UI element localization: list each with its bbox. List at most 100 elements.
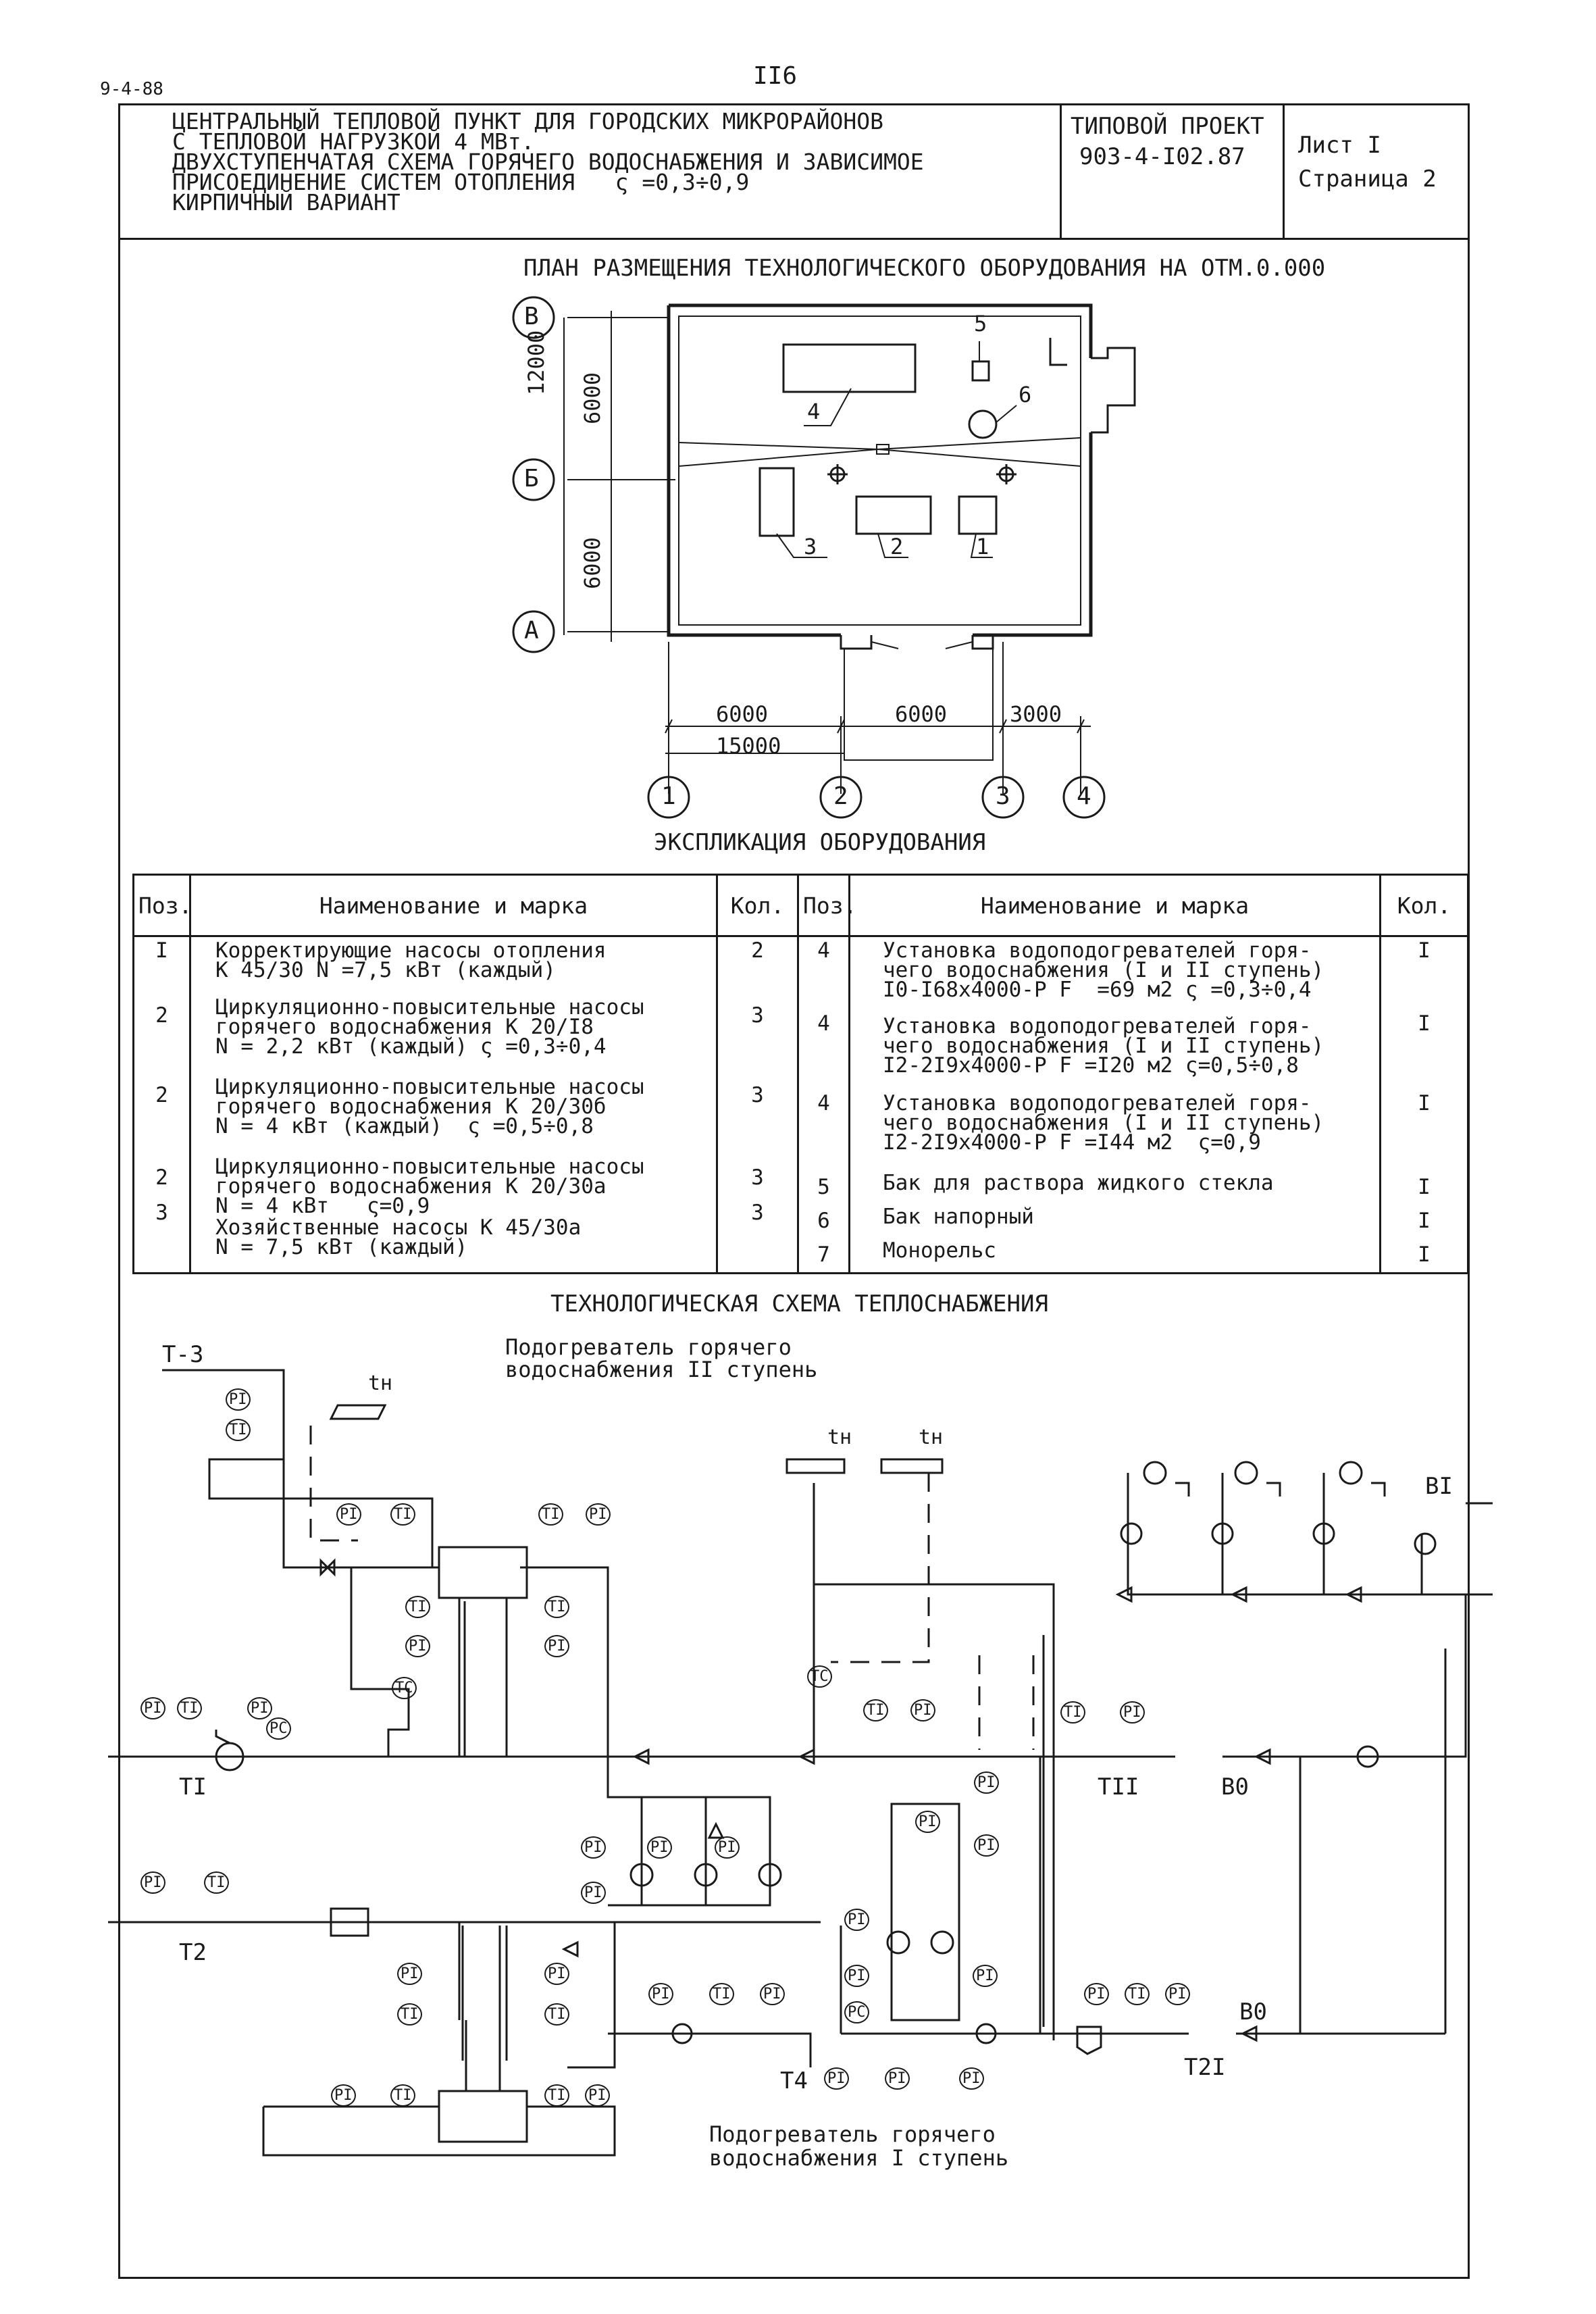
left-pos-column: I 2 2 2 3 (132, 935, 191, 1274)
axis-label-a: А (524, 617, 539, 645)
title-block-vdivider-1 (1060, 103, 1062, 238)
table-body: I 2 2 2 3 Корректирующие насосы отоплени… (132, 935, 1469, 1274)
instrument-pi: PI (824, 2067, 849, 2090)
instrument-pi: PI (915, 1811, 940, 1833)
instrument-ti: TI (397, 2003, 422, 2026)
equip-mark-5: 5 (974, 311, 987, 336)
instrument-ti: TI (177, 1697, 202, 1719)
document-title: ЦЕНТРАЛЬНЫЙ ТЕПЛОВОЙ ПУНКТ ДЛЯ ГОРОДСКИХ… (172, 108, 924, 216)
dim-bay-1: 6000 (716, 701, 769, 727)
instrument-pi: PI (405, 1635, 430, 1657)
right-qty: I (1418, 1011, 1431, 1036)
instrument-pi: PI (247, 1697, 272, 1719)
instrument-pi: PI (974, 1834, 999, 1857)
left-qty: 3 (751, 1201, 764, 1225)
instrument-pi: PI (910, 1699, 935, 1721)
line-label-t3: Т-3 (162, 1341, 204, 1368)
right-qty-column: I I I I I I (1379, 935, 1469, 1274)
project-number: 903-4-I02.87 (1079, 143, 1245, 170)
line-label-b0-bottom: В0 (1239, 1998, 1267, 2026)
title-block-divider (118, 238, 1470, 240)
instrument-pi: PI (647, 1836, 672, 1859)
instrument-pi: PI (140, 1871, 165, 1894)
header-name-left: Наименование и марка (189, 874, 718, 937)
tn-label-3: tн (919, 1426, 944, 1449)
sheet-number: Лист I (1298, 132, 1381, 159)
right-pos: 4 (817, 1091, 830, 1115)
instrument-pi: PI (648, 1983, 673, 2005)
left-qty: 2 (751, 938, 764, 963)
instrument-tc: TC (392, 1677, 417, 1699)
equip-mark-2: 2 (890, 534, 904, 559)
right-qty: I (1418, 1242, 1431, 1267)
dim-total-horizontal: 15000 (716, 733, 781, 759)
instrument-tc: TC (807, 1665, 832, 1688)
left-name: Циркуляционно-повысительные насосы горяч… (215, 995, 644, 1059)
left-pos: I (155, 938, 168, 963)
dim-bay-2: 6000 (895, 701, 948, 727)
right-name: Бак напорный (883, 1205, 1034, 1229)
left-name: Хозяйственные насосы К 45/30а N = 7,5 кВ… (215, 1215, 582, 1259)
axis-label-3: 3 (996, 782, 1010, 810)
instrument-pi: PI (1120, 1701, 1145, 1724)
axis-label-1: 1 (661, 782, 676, 810)
dim-bay-3: 3000 (1010, 701, 1062, 727)
header-pos-left: Поз. (132, 874, 192, 937)
header-name-right: Наименование и марка (848, 874, 1381, 937)
left-qty: 3 (751, 1165, 764, 1190)
instrument-pi: PI (586, 1503, 611, 1526)
instrument-pi: PI (140, 1697, 165, 1719)
left-name: Циркуляционно-повысительные насосы горяч… (215, 1075, 644, 1138)
equip-mark-3: 3 (804, 534, 817, 559)
equip-mark-1: 1 (976, 534, 989, 559)
heater2-label-1: Подогреватель горячего (505, 1334, 792, 1360)
instrument-pc: PC (266, 1717, 291, 1740)
instrument-pi: PI (581, 1882, 606, 1904)
left-pos: 2 (155, 1083, 168, 1107)
instrument-pi: PI (331, 2084, 356, 2107)
heater2-label-2: водоснабжения II ступень (505, 1357, 818, 1382)
instrument-pi: PI (544, 1635, 569, 1657)
dim-total-vertical: 12000 (523, 330, 549, 395)
instrument-ti: TI (544, 1596, 569, 1618)
project-label: ТИПОВОЙ ПРОЕКТ (1071, 113, 1264, 140)
table-header: Поз. Наименование и марка Кол. Поз. Наим… (132, 874, 1469, 937)
instrument-pi: PI (973, 1965, 998, 1987)
corner-code: 9-4-88 (100, 79, 163, 99)
right-pos: 7 (817, 1242, 830, 1267)
header-qty-left: Кол. (716, 874, 799, 937)
floor-plan (512, 296, 1136, 819)
left-pos: 2 (155, 1165, 168, 1190)
instrument-ti: TI (204, 1871, 229, 1894)
scheme-title: ТЕХНОЛОГИЧЕСКАЯ СХЕМА ТЕПЛОСНАБЖЕНИЯ (550, 1290, 1048, 1317)
instrument-pc: PC (844, 2001, 869, 2023)
instrument-pi: PI (581, 1836, 606, 1859)
left-pos: 2 (155, 1003, 168, 1028)
axis-label-v: В (524, 303, 539, 330)
right-qty: I (1418, 938, 1431, 963)
instrument-pi: PI (585, 2084, 610, 2107)
plan-title: ПЛАН РАЗМЕЩЕНИЯ ТЕХНОЛОГИЧЕСКОГО ОБОРУДО… (523, 255, 1326, 282)
left-pos: 3 (155, 1201, 168, 1225)
line-label-t21: Т2I (1184, 2054, 1226, 2081)
dim-upper: 6000 (580, 372, 605, 424)
header-pos-right: Поз. (797, 874, 856, 937)
left-name-column: Корректирующие насосы отопления К 45/30 … (189, 935, 718, 1274)
instrument-pi: PI (974, 1771, 999, 1794)
heater1-label-2: водоснабжения I ступень (709, 2145, 1009, 2171)
line-label-b1: ВI (1425, 1473, 1453, 1500)
explication-title: ЭКСПЛИКАЦИЯ ОБОРУДОВАНИЯ (654, 829, 986, 856)
instrument-pi: PI (959, 2067, 984, 2090)
left-name: Корректирующие насосы отопления К 45/30 … (215, 938, 607, 982)
instrument-ti: TI (390, 1503, 415, 1526)
title-block-vdivider-2 (1283, 103, 1285, 238)
axis-label-b: Б (524, 465, 539, 493)
instrument-ti: TI (709, 1983, 734, 2005)
right-name: Бак для раствора жидкого стекла (883, 1171, 1274, 1195)
instrument-ti: TI (1125, 1983, 1150, 2005)
instrument-ti: TI (390, 2084, 415, 2107)
instrument-ti: TI (226, 1419, 251, 1441)
axis-label-2: 2 (833, 782, 848, 810)
instrument-pi: PI (397, 1963, 422, 1985)
